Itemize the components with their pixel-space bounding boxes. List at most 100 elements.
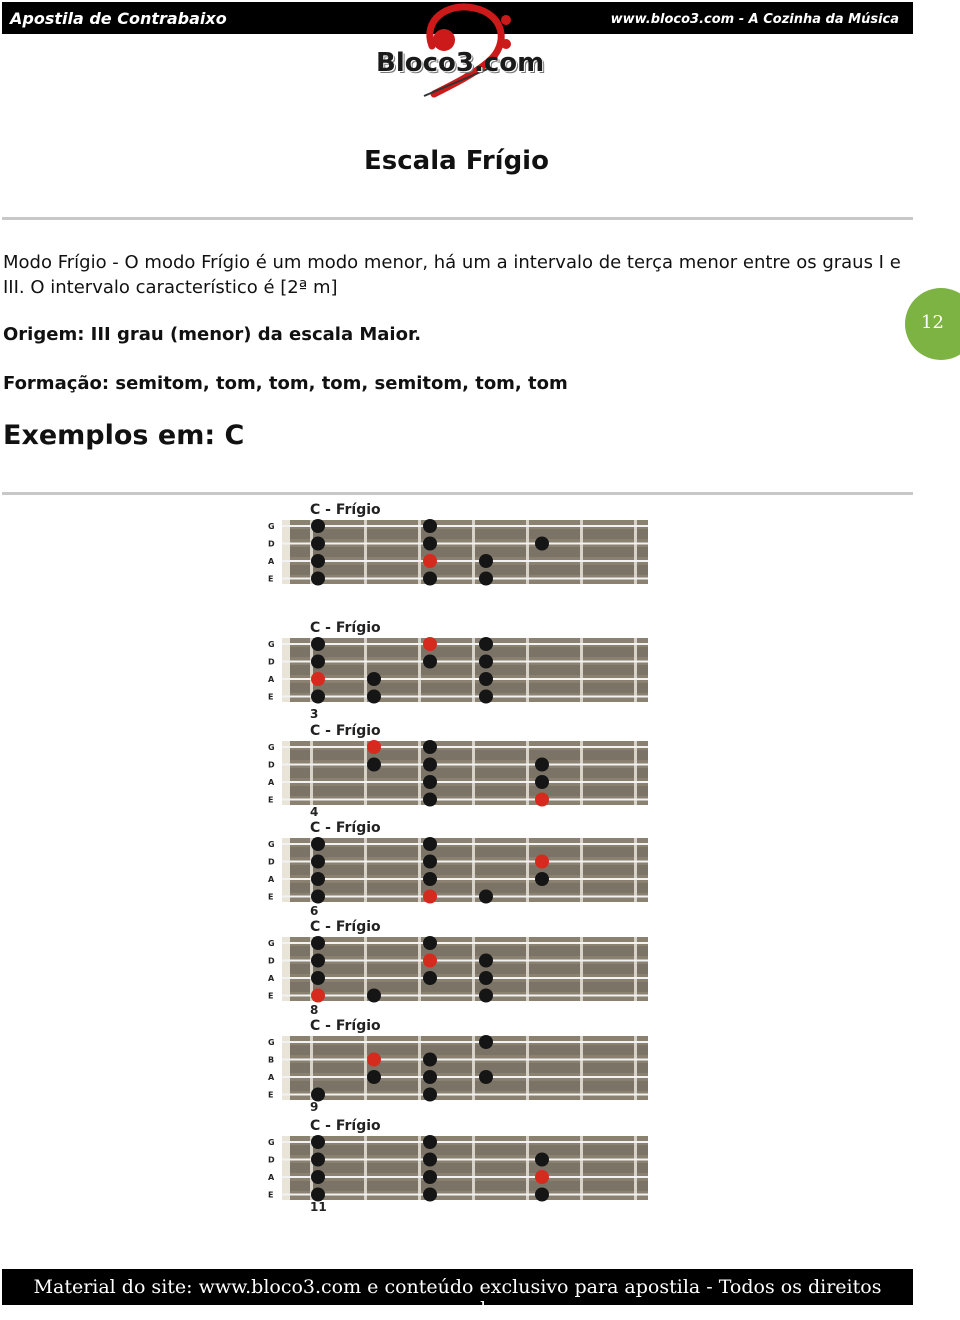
footer-bar: Material do site: www.bloco3.com e conte… bbox=[2, 1269, 913, 1320]
nut bbox=[282, 937, 290, 1001]
fret-wire bbox=[580, 741, 583, 805]
scale-note-dot bbox=[423, 1070, 437, 1084]
root-note-dot bbox=[423, 637, 437, 651]
intro-paragraph: Modo Frígio - O modo Frígio é um modo me… bbox=[3, 250, 913, 300]
wood-texture bbox=[282, 529, 648, 540]
scale-note-dot bbox=[311, 1187, 325, 1202]
wood-texture bbox=[282, 981, 648, 992]
scale-note-dot bbox=[423, 536, 437, 551]
scale-note-dot bbox=[423, 936, 437, 950]
logo-text: Bloco3.com bbox=[376, 48, 545, 78]
string-label: E bbox=[268, 992, 273, 1001]
fret-wire bbox=[634, 1136, 637, 1200]
scale-note-dot bbox=[423, 519, 437, 533]
wood-texture bbox=[282, 847, 648, 858]
scale-note-dot bbox=[479, 689, 493, 704]
fret-wire bbox=[526, 638, 529, 702]
scale-note-dot bbox=[311, 953, 325, 968]
diagram-title: C - Frígio bbox=[310, 1118, 381, 1134]
fret-wire bbox=[526, 838, 529, 902]
string-label: G bbox=[268, 840, 275, 849]
root-note-dot bbox=[535, 792, 549, 807]
scale-note-dot bbox=[479, 554, 493, 568]
root-note-dot bbox=[423, 889, 437, 904]
scale-note-dot bbox=[423, 872, 437, 886]
fret-wire bbox=[364, 1036, 367, 1100]
fret-wire bbox=[364, 741, 367, 805]
fret-wire bbox=[634, 520, 637, 584]
diagram-title: C - Frígio bbox=[310, 919, 381, 935]
fret-wire bbox=[418, 741, 421, 805]
scale-note-dot bbox=[311, 837, 325, 851]
root-note-dot bbox=[423, 953, 437, 968]
scale-note-dot bbox=[311, 1135, 325, 1149]
formation-text: Formação: semitom, tom, tom, tom, semito… bbox=[3, 373, 568, 394]
scale-note-dot bbox=[479, 889, 493, 904]
scale-note-dot bbox=[479, 654, 493, 669]
string-label: A bbox=[268, 875, 275, 884]
scale-note-dot bbox=[423, 571, 437, 586]
fret-wire bbox=[310, 741, 313, 805]
fret-wire bbox=[472, 1136, 475, 1200]
fret-wire bbox=[580, 638, 583, 702]
fret-wire bbox=[526, 1136, 529, 1200]
fret-wire bbox=[634, 741, 637, 805]
scale-note-dot bbox=[423, 654, 437, 669]
bass-clef-icon bbox=[423, 3, 511, 98]
scale-note-dot bbox=[367, 757, 381, 772]
string-label: E bbox=[268, 1191, 273, 1200]
scale-note-dot bbox=[367, 672, 381, 686]
header-site-link[interactable]: www.bloco3.com - A Cozinha da Música bbox=[610, 12, 899, 27]
wood-texture bbox=[282, 964, 648, 974]
scale-note-dot bbox=[311, 854, 325, 869]
scale-note-dot bbox=[367, 988, 381, 1003]
scale-note-dot bbox=[423, 757, 437, 772]
footer-text: Material do site: www.bloco3.com e conte… bbox=[33, 1276, 882, 1320]
scale-note-dot bbox=[423, 1052, 437, 1067]
scale-note-dot bbox=[479, 1070, 493, 1084]
scale-note-dot bbox=[311, 936, 325, 950]
string-label: G bbox=[268, 522, 275, 531]
string-label: A bbox=[268, 675, 275, 684]
fret-wire bbox=[472, 838, 475, 902]
scale-note-dot bbox=[423, 1087, 437, 1102]
string-label: G bbox=[268, 939, 275, 948]
fret-wire bbox=[472, 520, 475, 584]
fret-wire bbox=[526, 937, 529, 1001]
scale-note-dot bbox=[311, 1152, 325, 1167]
string-label: A bbox=[268, 1073, 275, 1082]
fret-wire bbox=[364, 937, 367, 1001]
fret-wire bbox=[418, 1136, 421, 1200]
scale-note-dot bbox=[423, 775, 437, 789]
scale-note-dot bbox=[311, 637, 325, 651]
scale-note-dot bbox=[311, 889, 325, 904]
scale-note-dot bbox=[423, 792, 437, 807]
fret-wire bbox=[310, 638, 313, 702]
string-label: A bbox=[268, 778, 275, 787]
wood-texture bbox=[282, 564, 648, 575]
string-label: G bbox=[268, 1138, 275, 1147]
root-note-dot bbox=[535, 854, 549, 869]
diagram-title: C - Frígio bbox=[310, 723, 381, 739]
wood-texture bbox=[282, 1163, 648, 1173]
fret-wire bbox=[472, 741, 475, 805]
divider bbox=[2, 492, 913, 495]
fret-wire bbox=[310, 1036, 313, 1100]
wood-texture bbox=[282, 882, 648, 893]
origin-text: Origem: III grau (menor) da escala Maior… bbox=[3, 324, 422, 345]
scale-note-dot bbox=[535, 1187, 549, 1202]
fret-wire bbox=[634, 1036, 637, 1100]
fret-wire bbox=[526, 520, 529, 584]
fret-wire bbox=[472, 1036, 475, 1100]
fret-number: 9 bbox=[310, 1100, 319, 1114]
diagram-title: C - Frígio bbox=[310, 1018, 381, 1034]
scale-note-dot bbox=[479, 672, 493, 686]
scale-note-dot bbox=[423, 1170, 437, 1184]
